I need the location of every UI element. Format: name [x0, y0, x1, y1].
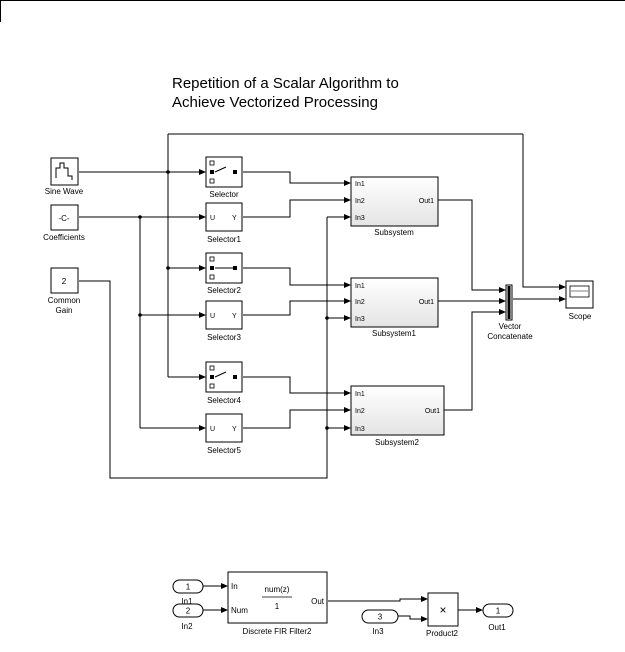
left-tick — [0, 0, 1, 22]
inport-in1[interactable]: 1 In1 — [172, 579, 204, 606]
title-line-1: Repetition of a Scalar Algorithm to — [172, 75, 399, 92]
common-gain-block[interactable]: 2 Common Gain — [48, 267, 80, 315]
fir-port-in: In — [231, 582, 238, 591]
inport-in3[interactable]: 3 In3 — [361, 609, 399, 636]
sine-wave-block[interactable]: Sine Wave — [45, 157, 84, 196]
product2-label: Product2 — [426, 629, 459, 638]
subsystem1-label: Subsystem1 — [372, 329, 417, 338]
selector1-port-u: U — [210, 215, 215, 222]
selector5-block[interactable]: U Y Selector5 — [205, 413, 243, 455]
selector1-block[interactable]: U Y Selector1 — [205, 202, 243, 244]
subsystem1-block[interactable]: In1 In2 In3 Out1 Subsystem1 — [350, 277, 439, 338]
sine-wave-label: Sine Wave — [45, 187, 84, 196]
selector-block[interactable]: Selector — [205, 156, 243, 199]
in1-number: 1 — [186, 583, 191, 592]
subsystem1-port-in3: In3 — [355, 316, 365, 323]
product2-block[interactable]: × Product2 — [426, 592, 459, 638]
coefficients-block[interactable]: -C- Coefficients — [43, 204, 85, 242]
selector2-block[interactable]: Selector2 — [205, 252, 243, 295]
in2-label: In2 — [181, 622, 193, 631]
lower-wires — [203, 583, 483, 622]
subsystem2-port-in1: In1 — [355, 391, 365, 398]
vector-concatenate-block[interactable]: Vector Concatenate — [487, 284, 533, 341]
selector1-label: Selector1 — [207, 235, 241, 244]
product-symbol: × — [439, 603, 446, 617]
fir-port-out: Out — [311, 597, 325, 606]
common-gain-label-2: Gain — [56, 306, 73, 315]
in1-label: In1 — [181, 597, 193, 606]
subsystem2-port-in3: In3 — [355, 426, 365, 433]
subsystem-label: Subsystem — [374, 228, 414, 237]
subsystem2-port-out1: Out1 — [425, 408, 440, 415]
selector3-block[interactable]: U Y Selector3 — [205, 300, 243, 342]
selector1-port-y: Y — [232, 215, 237, 222]
in3-number: 3 — [378, 613, 383, 622]
selector5-port-u: U — [210, 426, 215, 433]
subsystem1-port-out1: Out1 — [419, 299, 434, 306]
selector5-port-y: Y — [232, 426, 237, 433]
in3-label: In3 — [372, 627, 384, 636]
selector4-block[interactable]: Selector4 — [205, 361, 243, 405]
inport-in2[interactable]: 2 In2 — [172, 603, 204, 631]
out1-number: 1 — [496, 607, 501, 616]
subsystem1-port-in1: In1 — [355, 283, 365, 290]
selector3-label: Selector3 — [207, 333, 241, 342]
subsystem-port-out1: Out1 — [419, 198, 434, 205]
vector-concatenate-label-2: Concatenate — [487, 332, 533, 341]
selector-label: Selector — [209, 190, 239, 199]
fir-denominator: 1 — [275, 602, 280, 611]
selector3-port-u: U — [210, 313, 215, 320]
subsystem2-block[interactable]: In1 In2 In3 Out1 Subsystem2 — [350, 385, 445, 447]
fir-numerator: num(z) — [265, 585, 290, 594]
signal-wires — [79, 133, 566, 479]
common-gain-value: 2 — [62, 277, 67, 286]
selector2-label: Selector2 — [207, 286, 241, 295]
in2-number: 2 — [186, 607, 191, 616]
subsystem1-port-in2: In2 — [355, 299, 365, 306]
vector-concatenate-label-1: Vector — [499, 322, 522, 331]
fir-label: Discrete FIR Filter2 — [243, 627, 312, 636]
subsystem2-label: Subsystem2 — [375, 438, 420, 447]
discrete-fir-filter2-block[interactable]: In Num Out num(z) 1 Discrete FIR Filter2 — [227, 571, 328, 636]
common-gain-label-1: Common — [48, 296, 80, 305]
title-line-2: Achieve Vectorized Processing — [172, 94, 378, 111]
top-rule — [0, 0, 625, 1]
subsystem-port-in2: In2 — [355, 198, 365, 205]
outport-out1[interactable]: 1 Out1 — [482, 603, 514, 632]
subsystem-port-in1: In1 — [355, 181, 365, 188]
coefficients-label: Coefficients — [43, 233, 85, 242]
coefficients-value: -C- — [58, 214, 69, 223]
subsystem2-port-in2: In2 — [355, 408, 365, 415]
selector3-port-y: Y — [232, 313, 237, 320]
subsystem-block[interactable]: In1 In2 In3 Out1 Subsystem — [350, 176, 439, 237]
subsystem-port-in3: In3 — [355, 215, 365, 222]
scope-block[interactable]: Scope — [565, 280, 594, 321]
selector5-label: Selector5 — [207, 446, 241, 455]
scope-label: Scope — [569, 312, 592, 321]
diagram-title: Repetition of a Scalar Algorithm to Achi… — [172, 74, 399, 112]
selector4-label: Selector4 — [207, 396, 241, 405]
out1-label: Out1 — [488, 623, 506, 632]
fir-port-num: Num — [231, 606, 248, 615]
